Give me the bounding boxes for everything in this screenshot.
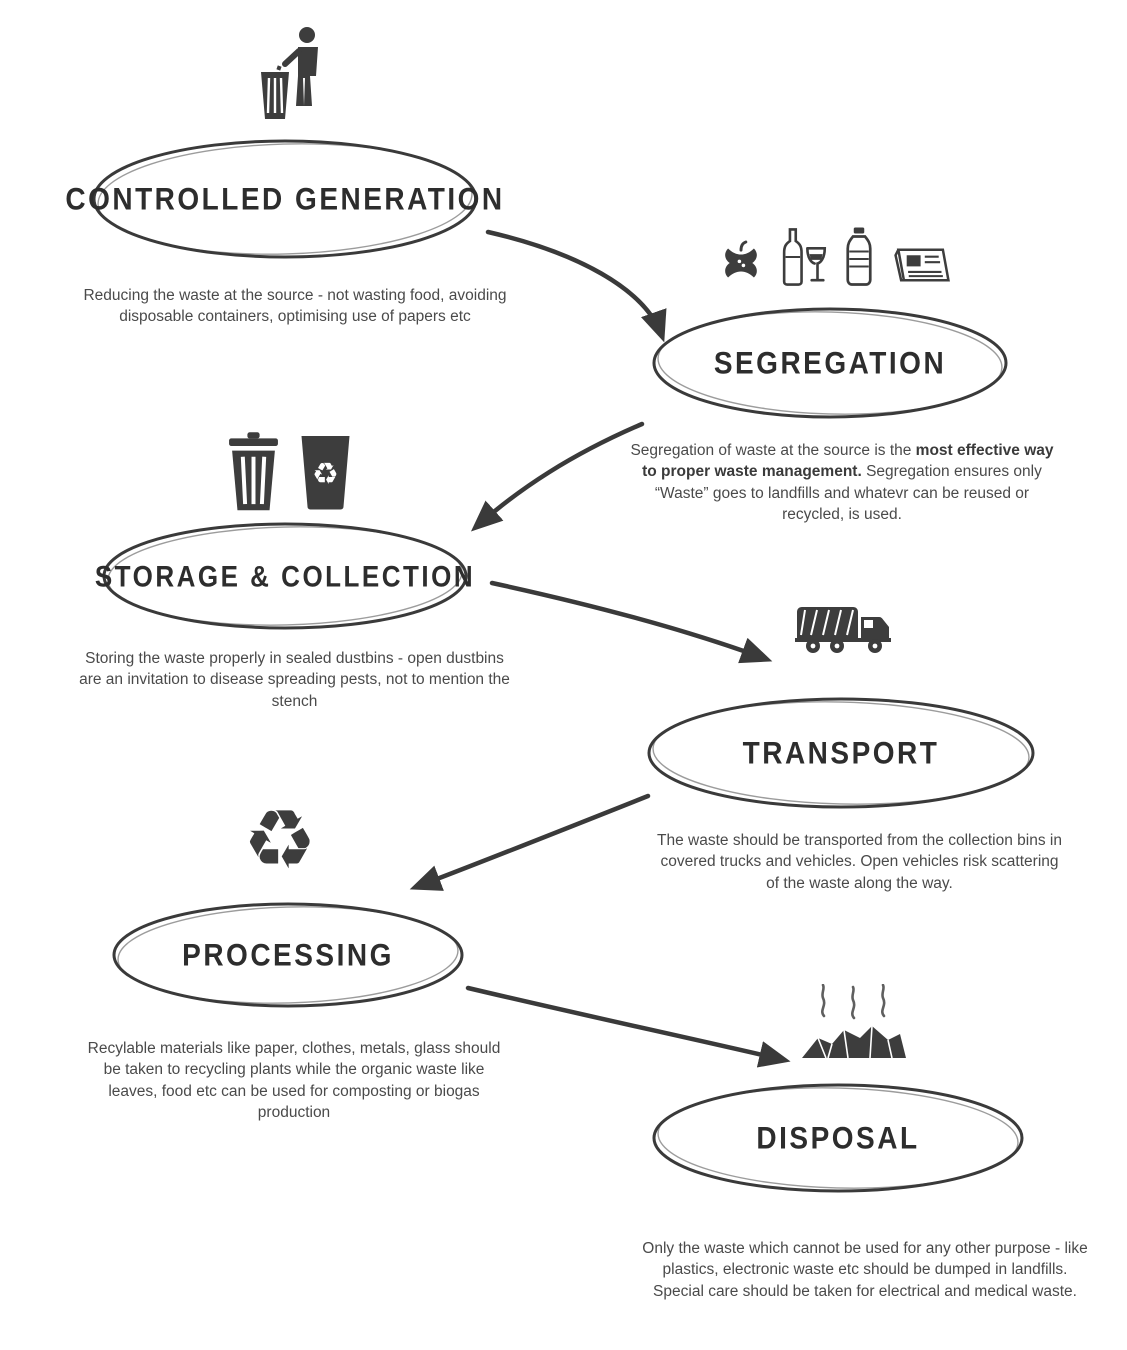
step-bubble-transport: TRANSPORT <box>645 694 1037 812</box>
garbage-truck-icon <box>793 600 901 656</box>
step-title-disposal: DISPOSAL <box>756 1119 920 1156</box>
recycle-bin-icon: ♻ <box>301 436 350 510</box>
wine-bottle-and-glass-icon <box>782 228 827 286</box>
step-description-disposal: Only the waste which cannot be used for … <box>642 1240 1088 1300</box>
step-description-transport: The waste should be transported from the… <box>657 832 1062 892</box>
sketch-ellipse <box>647 697 1035 809</box>
sketch-ellipse <box>92 139 478 259</box>
step-title-controlled-generation: CONTROLLED GENERATION <box>65 180 505 217</box>
step-bubble-segregation: SEGREGATION <box>650 304 1010 422</box>
sketch-ellipse <box>652 307 1008 419</box>
step-bubble-controlled-generation: CONTROLLED GENERATION <box>65 136 502 262</box>
step-description-storage-collection: Storing the waste properly in sealed dus… <box>79 650 510 710</box>
step-description-segregation: Segregation of waste at the source is th… <box>628 440 1056 526</box>
sketch-ellipse <box>112 902 464 1008</box>
person-littering-icon <box>250 24 336 124</box>
recycle-symbol-icon: ♻ <box>243 793 317 888</box>
storage-icons: ♻ <box>226 430 354 512</box>
step-bubble-processing: PROCESSING <box>110 899 466 1011</box>
arrow-segregation-to-storage <box>470 421 645 532</box>
recycle-glyph-on-bin: ♻ <box>312 457 339 492</box>
dustbin-icon <box>229 432 278 511</box>
step-description-controlled-generation: Reducing the waste at the source - not w… <box>83 287 507 326</box>
segregation-desc-pre: Segregation of waste at the source is th… <box>630 442 916 459</box>
step-title-storage-collection: STORAGE & COLLECTION <box>94 558 476 593</box>
sketch-ellipse <box>652 1083 1024 1193</box>
arrow-processing-to-disposal <box>465 985 791 1068</box>
step-bubble-storage-collection: STORAGE & COLLECTION <box>95 519 473 633</box>
segregation-desc-bold: most effective way to proper waste manag… <box>642 442 1054 481</box>
water-bottle-icon <box>846 227 872 286</box>
landfill-icon <box>798 983 910 1064</box>
apple-core-icon <box>725 240 757 278</box>
step-title-transport: TRANSPORT <box>742 734 940 771</box>
newspaper-icon <box>894 248 950 282</box>
segregation-desc-post: Segregation ensures only “Waste” goes to… <box>654 463 1042 524</box>
segregation-icons <box>720 222 954 286</box>
step-description-processing: Recylable materials like paper, clothes,… <box>87 1040 501 1122</box>
sketch-ellipse <box>102 522 468 630</box>
arrow-transport-to-processing <box>409 793 651 891</box>
step-bubble-disposal: DISPOSAL <box>650 1080 1026 1196</box>
arrow-storage-to-transport <box>489 580 773 664</box>
step-title-processing: PROCESSING <box>182 936 394 973</box>
step-title-segregation: SEGREGATION <box>713 344 947 381</box>
